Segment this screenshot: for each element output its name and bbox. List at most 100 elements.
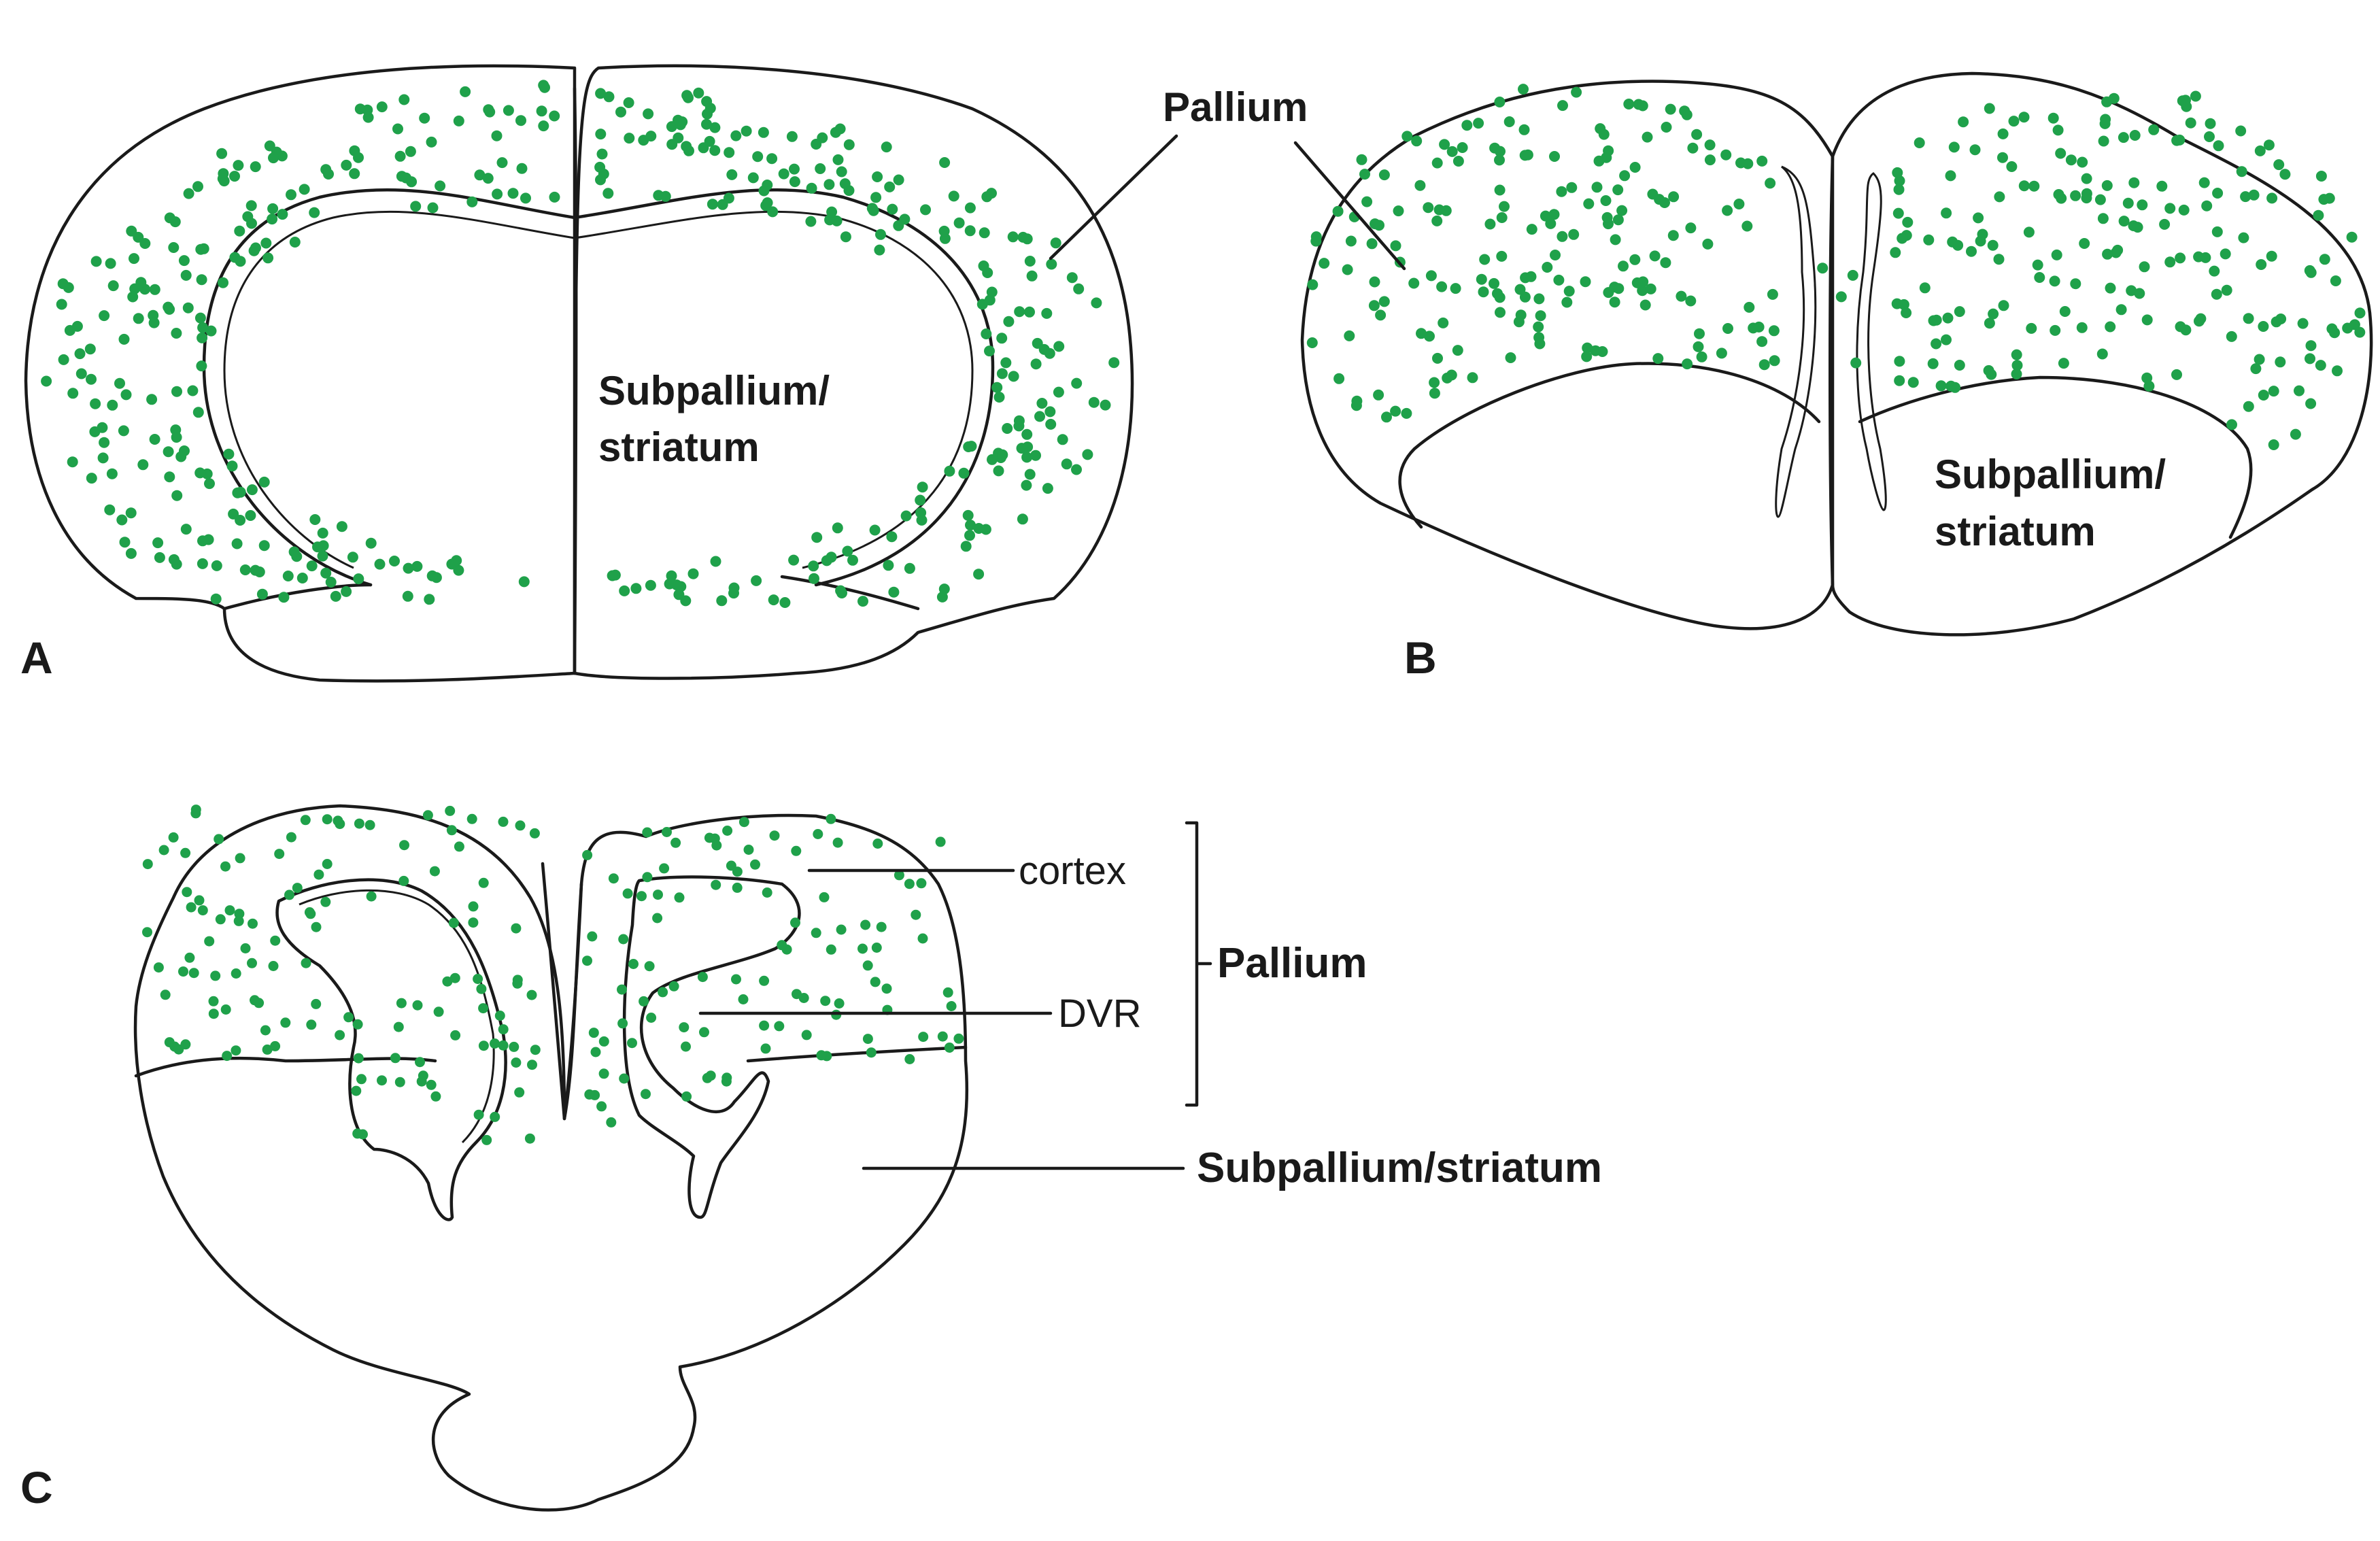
neuron-dot	[603, 91, 615, 103]
neuron-dot	[233, 160, 244, 171]
neuron-dot	[299, 184, 310, 195]
neuron-dot	[1461, 120, 1473, 131]
neuron-dot	[454, 841, 464, 852]
neuron-dot	[1661, 122, 1672, 133]
neuron-dot	[2137, 199, 2148, 211]
neuron-dot	[2319, 254, 2330, 265]
neuron-dot	[1984, 103, 1995, 114]
neuron-dot	[1741, 220, 1753, 232]
neuron-dot	[2201, 200, 2213, 211]
neuron-dot	[229, 171, 240, 182]
neuron-dot	[2258, 390, 2269, 401]
neuron-dot	[399, 840, 409, 851]
neuron-dot	[2332, 365, 2343, 377]
neuron-dot	[401, 172, 412, 184]
panel-b-midline	[1829, 154, 1835, 587]
neuron-dot	[2205, 118, 2216, 129]
neuron-dot	[1894, 375, 1905, 386]
neuron-dot	[1519, 150, 1531, 161]
neuron-dot	[208, 1009, 219, 1019]
neuron-dot	[677, 116, 688, 128]
neuron-dot	[242, 211, 254, 222]
neuron-dot	[751, 575, 762, 586]
neuron-dot	[262, 1044, 273, 1055]
neuron-dot	[211, 560, 222, 571]
neuron-dot	[904, 1054, 915, 1064]
neuron-dot	[188, 968, 199, 979]
neuron-dot	[536, 105, 547, 117]
neuron-dot	[1091, 297, 1102, 309]
neuron-dot	[1014, 306, 1025, 318]
neuron-dot	[1370, 218, 1380, 230]
panel-a-pallium-dots	[41, 80, 1120, 608]
neuron-dot	[260, 237, 272, 249]
neuron-dot	[2139, 261, 2150, 273]
neuron-dot	[966, 441, 977, 452]
neuron-dot	[813, 829, 823, 839]
neuron-dot	[2266, 192, 2278, 204]
neuron-dot	[282, 571, 294, 581]
neuron-dot	[2211, 288, 2222, 300]
neuron-dot	[304, 907, 315, 917]
neuron-dot	[2159, 218, 2171, 230]
neuron-dot	[1548, 209, 1560, 220]
neuron-dot	[1450, 283, 1461, 294]
neuron-dot	[1704, 139, 1716, 151]
neuron-dot	[1668, 191, 1680, 203]
neuron-dot	[920, 204, 931, 216]
neuron-dot	[1652, 353, 1664, 365]
neuron-dot	[716, 595, 728, 607]
neuron-dot	[857, 943, 868, 954]
neuron-dot	[2180, 324, 2192, 336]
neuron-dot	[1637, 285, 1648, 297]
neuron-dot	[86, 373, 97, 385]
neuron-dot	[981, 328, 992, 339]
neuron-dot	[1082, 449, 1093, 460]
neuron-dot	[284, 890, 294, 900]
neuron-dot	[871, 943, 882, 953]
neuron-dot	[1679, 105, 1690, 117]
neuron-dot	[233, 915, 244, 926]
neuron-dot	[681, 1091, 692, 1102]
neuron-dot	[668, 981, 679, 992]
neuron-dot	[349, 168, 360, 180]
neuron-dot	[642, 872, 653, 883]
neuron-dot	[598, 1068, 609, 1079]
neuron-dot	[301, 958, 311, 968]
neuron-dot	[595, 88, 607, 99]
neuron-dot	[2271, 316, 2282, 328]
neuron-dot	[2052, 124, 2064, 136]
neuron-dot	[875, 228, 886, 240]
neuron-dot	[498, 816, 509, 827]
neuron-dot	[872, 839, 883, 849]
neuron-dot	[429, 866, 440, 877]
neuron-dot	[1479, 254, 1491, 265]
neuron-dot	[1503, 116, 1515, 127]
neuron-dot	[1682, 358, 1693, 370]
neuron-dot	[1984, 318, 1995, 329]
neuron-dot	[1408, 277, 1420, 289]
neuron-dot	[453, 115, 464, 126]
panel-a-pallium-leader-line	[1049, 134, 1178, 260]
neuron-dot	[1071, 464, 1082, 475]
neuron-dot	[1665, 103, 1676, 115]
neuron-dot	[205, 325, 217, 337]
neuron-dot	[888, 586, 900, 598]
neuron-dot	[445, 805, 456, 816]
neuron-dot	[422, 810, 433, 821]
neuron-dot	[1381, 411, 1392, 423]
neuron-dot	[1494, 97, 1506, 107]
neuron-dot	[311, 921, 322, 932]
neuron-dot	[320, 567, 332, 579]
neuron-dot	[834, 998, 845, 1009]
neuron-dot	[268, 152, 279, 164]
neuron-dot	[673, 132, 684, 143]
neuron-dot	[826, 206, 838, 218]
neuron-dot	[1345, 235, 1357, 247]
neuron-dot	[707, 199, 718, 210]
neuron-dot	[2141, 372, 2153, 384]
neuron-dot	[1966, 245, 1977, 257]
neuron-dot	[246, 484, 258, 496]
neuron-dot	[843, 139, 855, 150]
neuron-dot	[168, 242, 180, 253]
